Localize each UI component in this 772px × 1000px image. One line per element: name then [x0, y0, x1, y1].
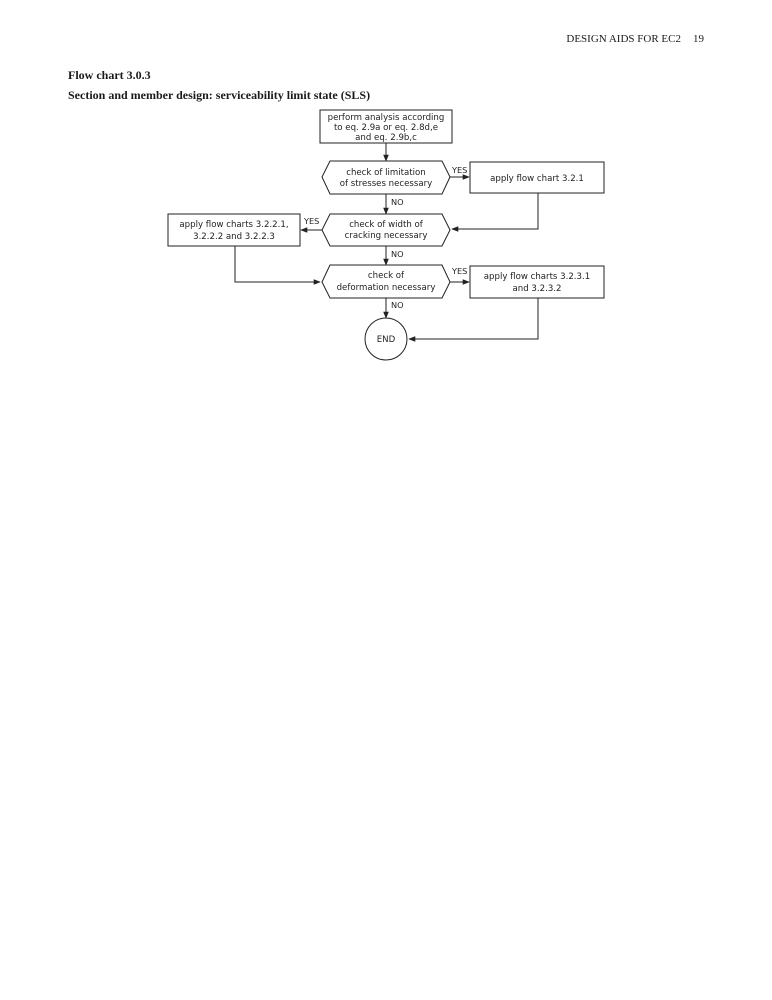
decision2-line-2: cracking necessary	[345, 231, 428, 241]
connectors	[234, 143, 539, 342]
decision3-line-1: check of	[368, 271, 405, 281]
page-number: 19	[693, 33, 704, 45]
decision-cracking: check of width of cracking necessary	[321, 213, 451, 247]
action3-line-2: and 3.2.3.2	[513, 284, 562, 294]
decision-deformation: check of deformation necessary	[321, 264, 451, 299]
connector-action3-return	[408, 298, 539, 342]
connector-action2-return	[234, 246, 321, 285]
start-line-2: to eq. 2.9a or eq. 2.8d,e	[334, 123, 438, 133]
connector-action1-return	[451, 193, 539, 232]
no-label-decision2: NO	[391, 249, 404, 259]
action1-line-1: apply flow chart 3.2.1	[490, 174, 584, 184]
decision1-line-2: of stresses necessary	[340, 179, 433, 189]
flow-chart-subtitle: Section and member design: serviceabilit…	[68, 88, 371, 102]
decision3-line-2: deformation necessary	[337, 283, 436, 293]
branch-labels: YES NO YES NO YES NO	[303, 165, 467, 310]
decision1-line-1: check of limitation	[346, 168, 426, 178]
start-line-1: perform analysis according	[328, 113, 445, 123]
action-flow-charts-3-2-3: apply flow charts 3.2.3.1 and 3.2.3.2	[469, 265, 605, 299]
decision-stresses: check of limitation of stresses necessar…	[321, 160, 451, 195]
end-label: END	[377, 335, 396, 345]
no-label-decision3: NO	[391, 300, 404, 310]
action-flow-chart-3-2-1: apply flow chart 3.2.1	[469, 161, 605, 194]
yes-label-decision3: YES	[451, 266, 467, 276]
yes-label-decision1: YES	[451, 165, 467, 175]
action2-line-2: 3.2.2.2 and 3.2.2.3	[193, 232, 275, 242]
action-flow-charts-3-2-2: apply flow charts 3.2.2.1, 3.2.2.2 and 3…	[167, 213, 301, 247]
no-label-decision1: NO	[391, 197, 404, 207]
action3-line-1: apply flow charts 3.2.3.1	[484, 272, 590, 282]
running-title: DESIGN AIDS FOR EC2	[566, 33, 681, 45]
yes-label-decision2: YES	[303, 216, 319, 226]
end-terminator: END	[364, 317, 408, 361]
running-header: DESIGN AIDS FOR EC2 19	[566, 33, 704, 45]
start-box: perform analysis according to eq. 2.9a o…	[319, 109, 453, 144]
action2-line-1: apply flow charts 3.2.2.1,	[179, 220, 288, 230]
decision2-line-1: check of width of	[349, 220, 424, 230]
flow-chart-title: Flow chart 3.0.3	[68, 68, 151, 82]
start-line-3: and eq. 2.9b,c	[355, 133, 417, 143]
